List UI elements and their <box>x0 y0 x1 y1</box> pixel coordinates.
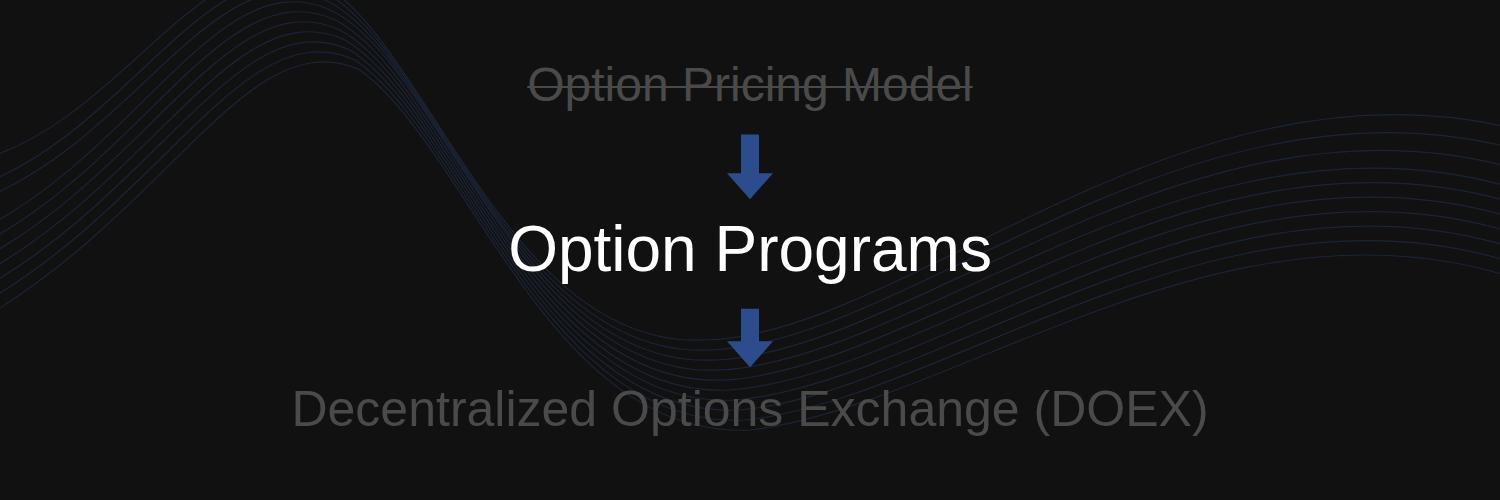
step-label: Option Programs <box>508 213 992 287</box>
wave-line <box>0 0 1500 340</box>
wave-line <box>0 62 1500 430</box>
step-label: Option Pricing Model <box>527 57 973 112</box>
step-label: Decentralized Options Exchange (DOEX) <box>291 381 1208 439</box>
wave-line <box>0 0 1500 350</box>
wave-line <box>0 22 1500 390</box>
struck-step: Option Pricing Model <box>523 57 977 112</box>
wave-line <box>0 32 1500 400</box>
wave-line <box>0 12 1500 380</box>
wave-line <box>0 52 1500 420</box>
current-step: Option Programs <box>504 213 996 287</box>
flow-arrow <box>727 135 773 200</box>
next-step: Decentralized Options Exchange (DOEX) <box>287 381 1212 439</box>
wave-line <box>0 0 1500 360</box>
flow-arrow <box>727 309 773 368</box>
wave-line <box>0 2 1500 370</box>
